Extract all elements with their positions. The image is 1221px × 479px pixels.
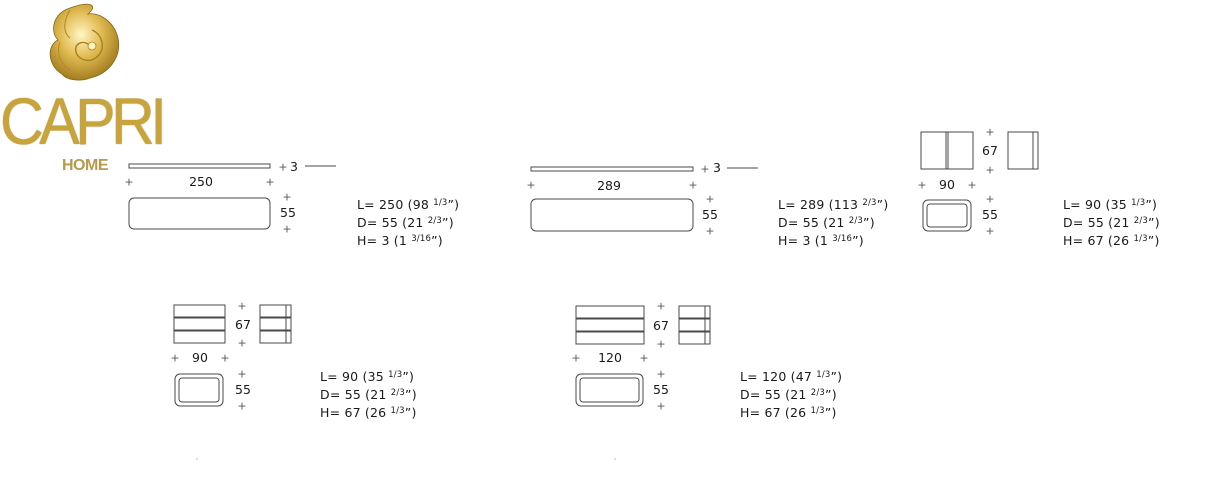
spec-line: L= 250 (98 1/3”) xyxy=(357,197,460,212)
spec-line: L= 120 (47 1/3”) xyxy=(740,369,843,384)
product-5-specs: L= 120 (47 1/3”) D= 55 (21 2/3”) H= 67 (… xyxy=(740,367,842,421)
spec-line: H= 67 (26 1/3”) xyxy=(1063,233,1160,248)
product-3-top-view xyxy=(922,199,972,232)
product-5-depth-label: 55 xyxy=(653,382,669,397)
product-4-front-view xyxy=(173,304,226,318)
spec-line: L= 289 (113 2/3”) xyxy=(778,197,889,212)
product-5-drawing xyxy=(575,305,711,407)
product-3-front-view xyxy=(920,131,974,170)
product-2-front-view xyxy=(530,166,694,172)
product-1-height-label: 3 xyxy=(290,159,298,174)
product-3-specs: L= 90 (35 1/3”) D= 55 (21 2/3”) H= 67 (2… xyxy=(1063,195,1160,249)
spec-line: D= 55 (21 2/3”) xyxy=(320,387,417,402)
product-1-drawing xyxy=(128,163,336,230)
product-1-depth-label: 55 xyxy=(280,205,296,220)
spec-line: L= 90 (35 1/3”) xyxy=(320,369,415,384)
product-3-height-label: 67 xyxy=(982,143,998,158)
spec-line: H= 67 (26 1/3”) xyxy=(320,405,417,420)
product-4-drawing xyxy=(173,304,292,407)
logo-wordmark: CAPRI xyxy=(0,84,167,158)
product-2-top-view xyxy=(530,198,694,232)
spec-line: D= 55 (21 2/3”) xyxy=(1063,215,1160,230)
product-1-length-label: 250 xyxy=(189,174,213,189)
product-3-drawing xyxy=(920,131,1039,232)
product-5-front-view xyxy=(575,305,645,319)
product-4-length-label: 90 xyxy=(192,350,208,365)
product-2-depth-label: 55 xyxy=(702,207,718,222)
nautilus-shell-icon xyxy=(49,3,120,81)
spec-line: D= 55 (21 2/3”) xyxy=(778,215,875,230)
product-3-side-view xyxy=(1007,131,1039,170)
product-5-top-view xyxy=(575,373,644,407)
product-2-drawing xyxy=(530,166,758,232)
spec-line: D= 55 (21 2/3”) xyxy=(357,215,454,230)
product-5-height-label: 67 xyxy=(653,318,669,333)
product-5-side-view xyxy=(678,305,711,319)
logo-subtitle: HOME xyxy=(62,157,109,174)
product-3-length-label: 90 xyxy=(939,177,955,192)
spec-line: H= 3 (1 3/16”) xyxy=(778,233,864,248)
product-4-top-view xyxy=(174,373,224,407)
product-4-side-view xyxy=(259,304,292,318)
product-4-specs: L= 90 (35 1/3”) D= 55 (21 2/3”) H= 67 (2… xyxy=(320,367,417,421)
product-5-length-label: 120 xyxy=(598,350,622,365)
product-4-depth-label: 55 xyxy=(235,382,251,397)
product-1-specs: L= 250 (98 1/3”) D= 55 (21 2/3”) H= 3 (1… xyxy=(357,195,459,249)
product-2-height-label: 3 xyxy=(713,160,721,175)
product-3-depth-label: 55 xyxy=(982,207,998,222)
spec-line: D= 55 (21 2/3”) xyxy=(740,387,837,402)
spec-line: L= 90 (35 1/3”) xyxy=(1063,197,1158,212)
product-2-length-label: 289 xyxy=(597,178,621,193)
spec-line: H= 3 (1 3/16”) xyxy=(357,233,443,248)
product-4-height-label: 67 xyxy=(235,317,251,332)
product-1-front-view xyxy=(128,163,271,169)
product-1-top-view xyxy=(128,197,271,230)
product-2-specs: L= 289 (113 2/3”) D= 55 (21 2/3”) H= 3 (… xyxy=(778,195,888,249)
spec-line: H= 67 (26 1/3”) xyxy=(740,405,837,420)
